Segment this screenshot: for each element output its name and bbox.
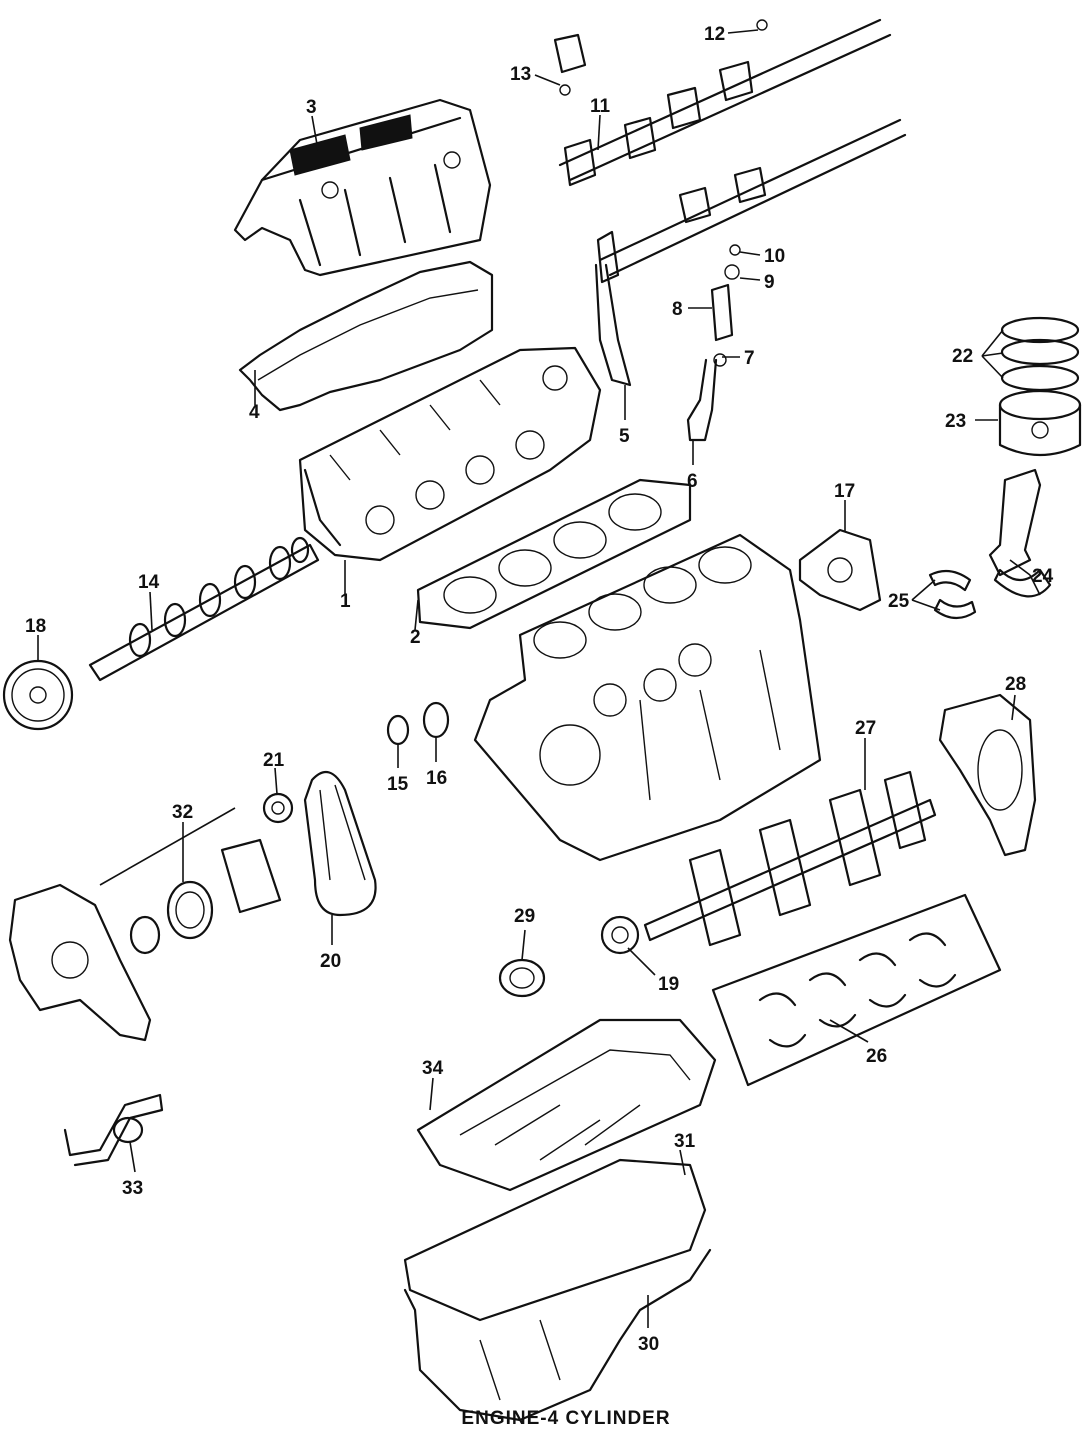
callout-21: 21 [263,750,285,771]
callout-32: 32 [172,802,193,823]
callout-12: 12 [704,24,725,45]
timing-belt-tensioner [262,792,294,824]
main-bearings [711,893,1002,1087]
valve-cover [233,98,492,277]
callout-2: 2 [410,627,421,648]
callout-28: 28 [1005,674,1026,695]
piston-rings [1000,316,1080,392]
callout-13: 13 [510,64,531,85]
oil-seal-housing [129,838,282,955]
oil-pump [8,883,152,1042]
rocker-arm-assembly [553,18,907,277]
diagram-caption: ENGINE-4 CYLINDER [461,1408,670,1429]
callout-9: 9 [764,272,775,293]
leader-lines [37,29,1041,1328]
callout-23: 23 [945,411,966,432]
callout-22: 22 [952,346,973,367]
callout-10: 10 [764,246,785,267]
callout-labels: 1 2 3 4 5 6 7 8 9 10 11 12 13 14 15 16 1… [25,24,1054,1355]
rear-seal-retainer [938,693,1037,857]
rod-bearings [928,569,977,620]
valve-cover-gasket [238,260,494,412]
callout-27: 27 [855,718,876,739]
crankshaft-sprocket [600,915,640,955]
callout-31: 31 [674,1131,696,1152]
callout-4: 4 [249,402,260,423]
callout-19: 19 [658,974,679,995]
crankshaft [643,770,937,947]
callout-7: 7 [744,348,755,369]
callout-29: 29 [514,906,535,927]
callout-33: 33 [122,1178,143,1199]
callout-5: 5 [619,426,630,447]
crankshaft-pulley [498,958,546,998]
oil-pickup [63,1093,164,1167]
callout-16: 16 [426,768,447,789]
valve-train [594,230,741,442]
callout-26: 26 [866,1046,887,1067]
callout-3: 3 [306,97,317,118]
callout-1: 1 [340,591,351,612]
cylinder-block [473,533,822,862]
head-gasket [416,478,692,630]
callout-8: 8 [672,299,683,320]
cover-gasket [798,528,882,612]
callout-11: 11 [590,96,611,117]
oil-pan [403,1248,712,1422]
callout-15: 15 [387,774,409,795]
connecting-rod [988,468,1052,598]
callout-30: 30 [638,1334,659,1355]
cam-sprocket [2,659,74,731]
callout-34: 34 [422,1058,444,1079]
callout-20: 20 [320,951,341,972]
callout-18: 18 [25,616,46,637]
oil-baffle [416,1018,717,1192]
timing-belt [303,770,377,917]
callout-17: 17 [834,481,855,502]
callout-24: 24 [1032,566,1054,587]
callout-25: 25 [888,591,910,612]
piston [998,389,1082,457]
cylinder-head [298,346,602,562]
callout-6: 6 [687,471,698,492]
oil-pan-gasket [403,1158,707,1322]
callout-14: 14 [138,572,160,593]
camshaft [88,536,320,682]
seals [386,701,450,746]
